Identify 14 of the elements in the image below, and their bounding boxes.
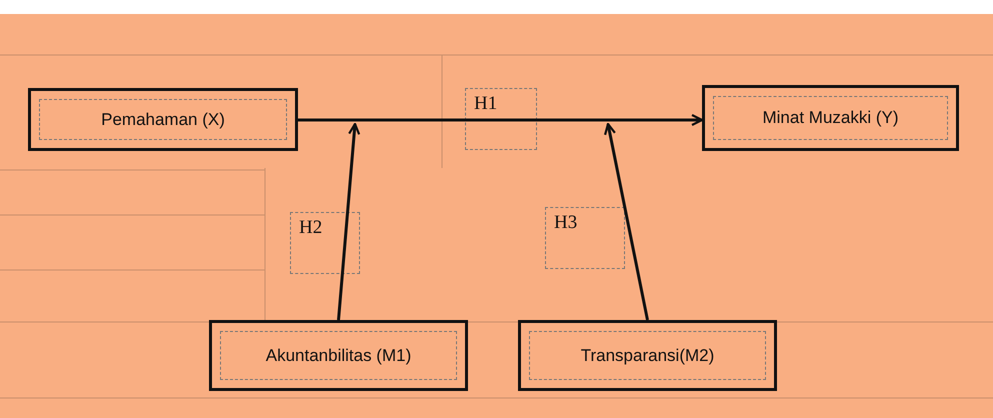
edge-label: H3 <box>545 207 625 269</box>
arrow <box>337 122 360 320</box>
variable-box <box>209 320 468 391</box>
variable-box <box>28 88 298 151</box>
arrow <box>604 122 649 320</box>
edge-label: H1 <box>465 88 537 150</box>
variable-name: Minat Muzakki (Y) <box>713 96 948 140</box>
edge-label: H2 <box>290 212 360 274</box>
variable-box <box>518 320 777 391</box>
variable-name: Akuntanbilitas (M1) <box>220 331 457 380</box>
variable-name: Pemahaman (X) <box>39 99 287 140</box>
variable-box <box>702 85 959 151</box>
arrow <box>298 114 704 126</box>
variable-name: Transparansi(M2) <box>529 331 766 380</box>
